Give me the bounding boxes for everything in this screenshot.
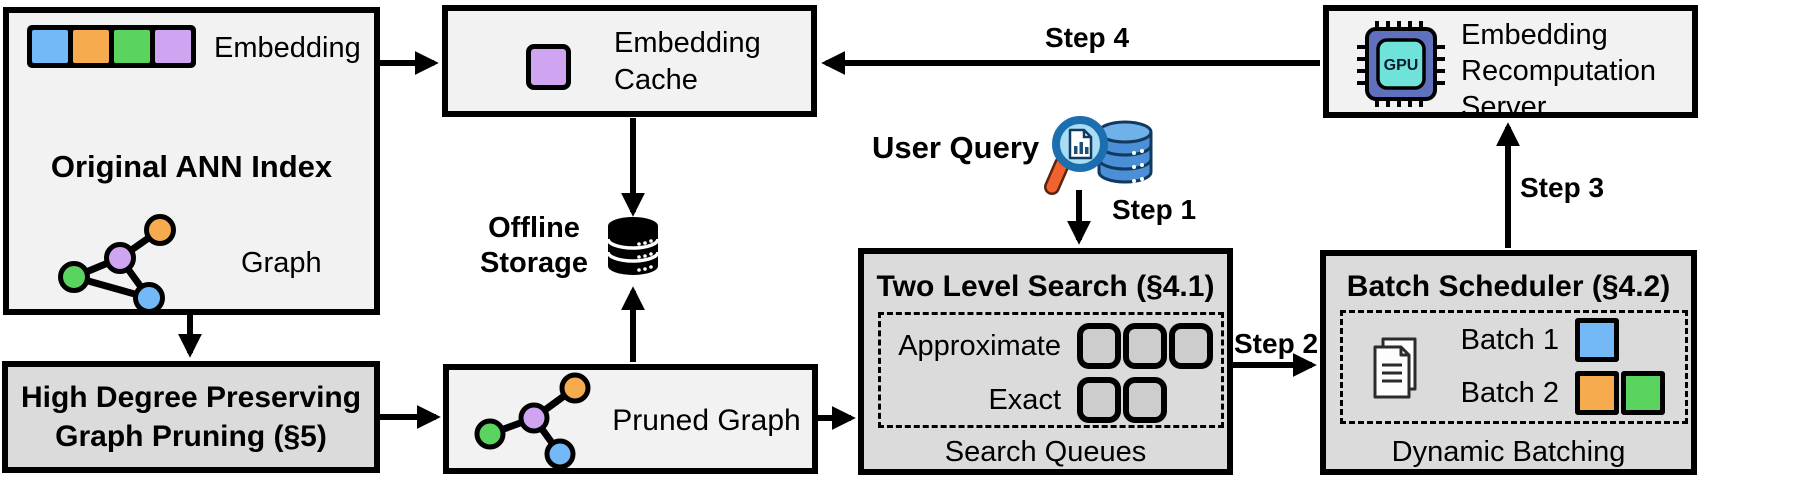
two-level-search-box: Two Level Search (§4.1) Approximate Exac…: [858, 248, 1233, 475]
graph-label: Graph: [241, 247, 322, 279]
original-ann-index-box: Embedding Original ANN Index Graph: [3, 7, 380, 315]
cache-entry-icon: [526, 44, 571, 90]
search-queues-label: Search Queues: [944, 436, 1147, 468]
graph-pruning-box: High Degree Preserving Graph Pruning (§5…: [2, 361, 380, 473]
user-query-label: User Query: [872, 130, 1040, 165]
batch1-row: Batch 1: [1439, 318, 1619, 362]
magnifier-icon: [1044, 116, 1108, 195]
exact-queue-row: Exact: [889, 377, 1213, 423]
search-queues-panel: Approximate Exact: [878, 312, 1224, 428]
step2-label: Step 2: [1234, 328, 1319, 359]
queue-slot: [1169, 323, 1213, 369]
exact-queue-slots: [1077, 377, 1213, 423]
gpu-chip-label: GPU: [1384, 57, 1419, 74]
recomputation-server-box: GPU Embedding Recomputation Server: [1323, 5, 1698, 123]
step1-label: Step 1: [1112, 194, 1197, 225]
batch2-row: Batch 2: [1439, 371, 1665, 415]
step4-label: Step 4: [1044, 22, 1130, 53]
batch-scheduler-box: Batch Scheduler (§4.2) Batch 1: [1320, 250, 1697, 475]
dynamic-batching-label: Dynamic Batching: [1391, 436, 1626, 468]
embedding-cell-purple: [155, 30, 191, 63]
query-database-icon: [1097, 120, 1153, 184]
embedding-label: Embedding: [214, 32, 361, 64]
batch2-green-square: [1621, 371, 1665, 415]
embedding-cache-label: Embedding Cache: [614, 27, 761, 96]
batch-scheduler-title: Batch Scheduler (§4.2): [1346, 270, 1671, 303]
embedding-cell-green: [114, 30, 150, 63]
offline-storage-label: Offline Storage: [480, 212, 588, 279]
gpu-chip-icon: GPU: [1357, 21, 1445, 107]
original-ann-index-title: Original ANN Index: [50, 149, 333, 184]
queue-slot: [1123, 377, 1167, 423]
pruned-graph-icon: [474, 372, 591, 468]
queue-slot: [1077, 377, 1121, 423]
graph-icon: [58, 214, 176, 313]
recomputation-server-label: Embedding Recomputation Server: [1461, 19, 1657, 123]
embedding-cell-orange: [73, 30, 109, 63]
embedding-cell-blue: [32, 30, 68, 63]
batch2-squares: [1575, 371, 1665, 415]
queue-slot: [1123, 323, 1167, 369]
batch2-label: Batch 2: [1460, 376, 1559, 409]
pruned-graph-box: Pruned Graph: [443, 364, 818, 474]
query-document-icon: [1068, 128, 1093, 160]
user-query-icon: [1044, 116, 1153, 195]
two-level-search-title: Two Level Search (§4.1): [876, 270, 1215, 303]
exact-label: Exact: [988, 383, 1061, 416]
documents-icon: [1373, 337, 1417, 399]
graph-pruning-title: High Degree Preserving Graph Pruning (§5…: [20, 381, 362, 453]
approximate-queue-slots: [1077, 323, 1213, 369]
embedding-cache-box: Embedding Cache: [442, 5, 817, 117]
batch1-squares: [1575, 318, 1619, 362]
database-icon: [606, 217, 660, 275]
approximate-queue-row: Approximate: [889, 323, 1213, 369]
batch2-orange-square: [1575, 371, 1619, 415]
queue-slot: [1077, 323, 1121, 369]
approximate-label: Approximate: [898, 329, 1061, 362]
pruned-graph-label: Pruned Graph: [612, 404, 801, 437]
batch1-blue-square: [1575, 318, 1619, 362]
batch1-label: Batch 1: [1460, 323, 1559, 356]
dynamic-batching-panel: Batch 1 Batch 2: [1340, 310, 1688, 424]
step3-label: Step 3: [1520, 172, 1605, 203]
embedding-vector-icon: [27, 25, 196, 68]
